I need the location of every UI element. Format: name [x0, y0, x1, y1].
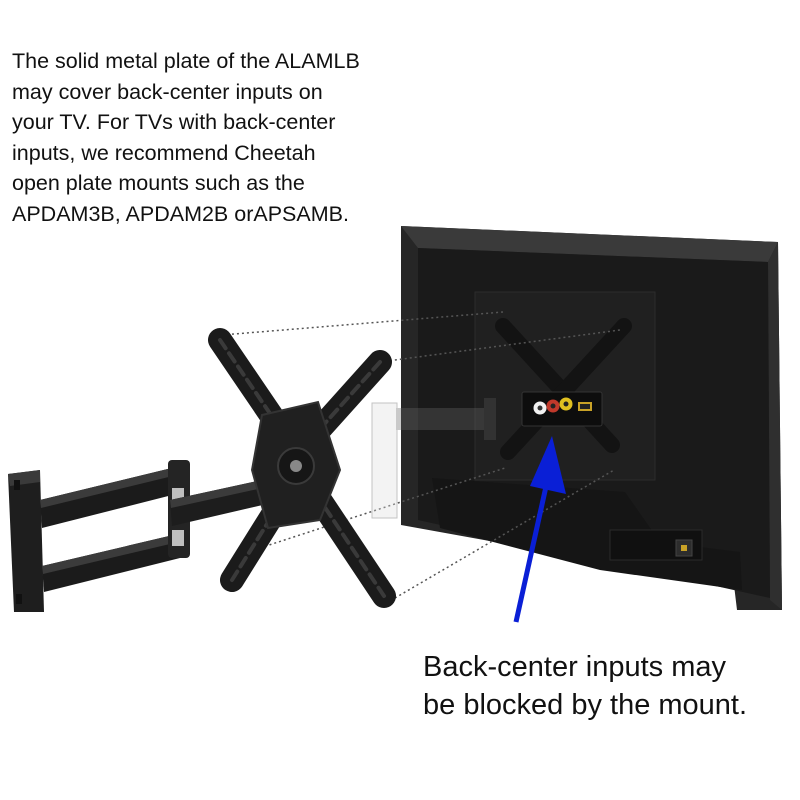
- av-inputs: [521, 391, 603, 427]
- guide-lines: [221, 311, 621, 599]
- note-line: APDAM3B, APDAM2B orAPSAMB.: [12, 201, 349, 226]
- note-line: your TV. For TVs with back-center: [12, 110, 336, 134]
- caption-line: be blocked by the mount.: [423, 689, 748, 721]
- tv-back: [401, 226, 782, 610]
- recommendation-note: The solid metal plate of the ALAMLB may …: [12, 46, 432, 229]
- mount-ghost: [371, 398, 496, 519]
- pointer-arrow: [513, 436, 566, 623]
- tv-lower-housing: [432, 478, 742, 590]
- tv-wall-mount: [8, 328, 496, 612]
- caption-line: Back-center inputs may: [423, 651, 727, 683]
- note-line: open plate mounts such as the: [12, 171, 305, 195]
- note-line: inputs, we recommend Cheetah: [12, 140, 316, 165]
- note-line: may cover back-center inputs on: [12, 79, 323, 104]
- wall-plate: [8, 470, 44, 612]
- note-line: The solid metal plate of the ALAMLB: [12, 49, 360, 73]
- warning-caption: Back-center inputs may be blocked by the…: [423, 648, 793, 724]
